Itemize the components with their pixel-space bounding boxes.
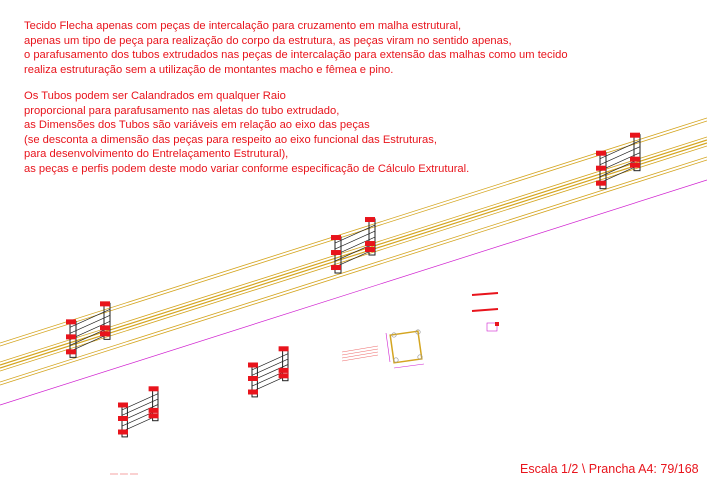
bolt-icon (596, 165, 606, 171)
bolt-icon (148, 386, 159, 392)
note-line: Tecido Flecha apenas com peças de interc… (24, 20, 462, 32)
bolt-icon (596, 180, 606, 186)
bolt-icon (118, 402, 128, 408)
bolt-icon (331, 250, 341, 256)
note-line: o parafusamento dos tubos extrudados nas… (24, 49, 568, 62)
tube-line (0, 156, 707, 383)
piece-edge (334, 236, 376, 256)
note-line: apenas um tipo de peça para realização d… (24, 34, 512, 47)
piece-edge (251, 358, 289, 376)
tube-line (0, 142, 707, 369)
note-line: as peças e perfis podem deste modo varia… (24, 162, 470, 175)
intercalation-piece (118, 386, 159, 438)
bolt-icon (278, 373, 289, 379)
note-line: proporcional para parafusamento nas alet… (24, 104, 340, 117)
bolt-hole (393, 357, 399, 363)
bolt-icon (365, 241, 375, 247)
bolt-hole (417, 354, 423, 360)
dimension-line (393, 363, 425, 369)
bolt-icon (278, 367, 289, 373)
note-line: as Dimensões dos Tubos são variáveis em … (24, 119, 370, 132)
piece-edge (69, 321, 111, 340)
scale-sheet-label: Escala 1/2 \ Prancha A4: 79/168 (520, 462, 699, 476)
annotation-line (341, 348, 379, 356)
intercalation-piece (331, 217, 376, 274)
bolt-icon (278, 346, 289, 352)
bolt-icon (118, 416, 128, 421)
tube-line (0, 120, 707, 347)
piece-edge (599, 146, 641, 166)
intercalation-piece (596, 132, 641, 190)
dimension-line (0, 179, 707, 406)
bolt-icon (248, 362, 258, 368)
description-notes-1: Tecido Flecha apenas com peças de interc… (24, 19, 568, 77)
piece-edge (69, 309, 111, 328)
tube-profile-section (389, 330, 423, 364)
intercalation-pieces (66, 132, 641, 358)
bolt-icon (365, 247, 375, 253)
piece-edge (334, 230, 376, 250)
description-notes-2: Os Tubos podem ser Calandrados em qualqu… (24, 89, 469, 177)
detail-views (110, 292, 499, 475)
intercalation-piece (248, 346, 289, 398)
bolt-icon (66, 319, 76, 325)
annotation-line (341, 345, 379, 353)
bolt-icon (100, 301, 110, 307)
piece-edge (599, 140, 641, 160)
piece-edge (69, 315, 111, 334)
tube-line (0, 159, 707, 386)
note-line: (se desconta a dimensão das peças para r… (24, 133, 437, 146)
note-line: Os Tubos podem ser Calandrados em qualqu… (24, 90, 286, 102)
bolt-detail (486, 322, 498, 332)
bolt-hole (391, 332, 397, 338)
bolt-icon (365, 217, 375, 223)
note-line: realiza estruturação sem a utilização de… (24, 63, 394, 76)
bolt-icon (331, 265, 341, 271)
bolt-icon (66, 334, 76, 340)
note-line: para desenvolvimento do Entrelaçamento E… (24, 148, 289, 161)
bolt-icon (630, 156, 640, 162)
bolt-icon (248, 376, 258, 381)
piece-edge (121, 398, 159, 416)
bolt-icon (596, 150, 606, 156)
bolt-icon (100, 331, 110, 337)
bolt-icon (100, 325, 110, 331)
bolt-hole (415, 329, 421, 335)
bolt-icon (118, 429, 128, 435)
annotation-line (341, 354, 379, 362)
tube-line (0, 117, 707, 344)
dimension-lines (0, 179, 707, 406)
bolt-icon (248, 389, 258, 395)
bolt-icon (495, 322, 499, 326)
intercalation-piece (66, 301, 111, 358)
piece-edge (334, 224, 376, 244)
bolt-icon (630, 162, 640, 168)
annotation-line (341, 351, 379, 359)
bolt-icon (148, 413, 159, 419)
piece-edge (599, 152, 641, 172)
bolt-icon (471, 292, 499, 296)
bolt-icon (471, 308, 499, 312)
tube-line (0, 136, 707, 363)
dimension-line (385, 332, 391, 363)
bolt-icon (66, 349, 76, 355)
bolt-icon (630, 132, 640, 138)
bolt-icon (331, 235, 341, 241)
bolt-icon (148, 407, 159, 413)
